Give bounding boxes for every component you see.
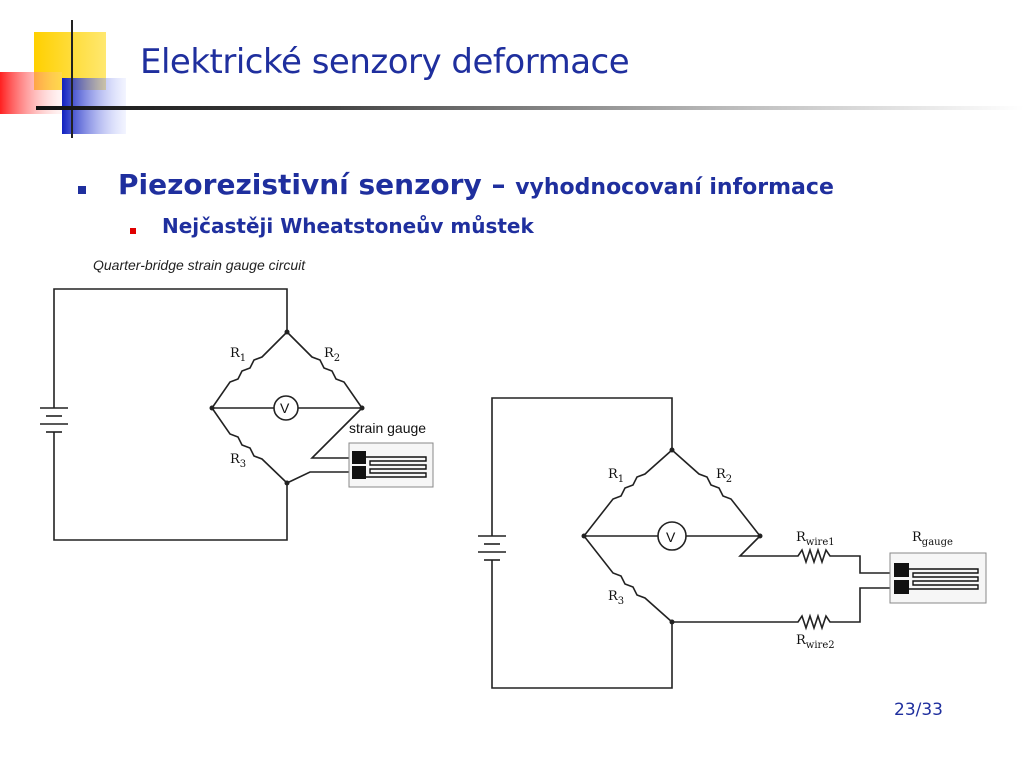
label-r1: R1 <box>608 467 624 485</box>
voltmeter-icon <box>273 395 299 421</box>
resistor-r2 <box>671 449 761 537</box>
bullet-main-text: Piezorezistivní senzory – <box>118 168 506 201</box>
strain-gauge-icon <box>348 442 434 488</box>
diagram-caption: Quarter-bridge strain gauge circuit <box>93 257 306 273</box>
label-r3: R3 <box>608 589 624 607</box>
sub-bullet-text: Nejčastěji Wheatstoneův můstek <box>162 214 534 238</box>
left-circuit: V R1 R2 R3 strain gauge <box>40 288 434 541</box>
strain-gauge-label: strain gauge <box>349 420 426 436</box>
bullet-main: Piezorezistivní senzory – vyhodnocovaní … <box>118 168 834 201</box>
voltmeter-label: V <box>280 400 290 416</box>
slide-title: Elektrické senzory deformace <box>140 42 630 82</box>
title-divider <box>36 106 1024 110</box>
label-r2: R2 <box>324 346 340 364</box>
label-r1: R1 <box>230 346 246 364</box>
label-rwire1: Rwire1 <box>796 530 835 548</box>
resistor-r1 <box>583 449 673 537</box>
label-rgauge: Rgauge <box>912 530 953 548</box>
resistor-r1 <box>211 331 288 409</box>
resistor-wire1 <box>738 535 892 574</box>
resistor-r2 <box>286 331 363 409</box>
battery-icon <box>478 535 506 561</box>
voltmeter-label: V <box>666 529 676 545</box>
sub-bullet-marker <box>130 228 136 234</box>
bullet-main-subtext: vyhodnocovaní informace <box>515 175 834 200</box>
resistor-r3 <box>583 535 673 623</box>
label-rwire2: Rwire2 <box>796 633 835 651</box>
right-circuit: V R1 R2 R3 Rwire1 Rwire2 Rgauge <box>478 397 987 689</box>
strain-gauge-icon <box>889 552 987 604</box>
voltmeter-icon <box>657 521 687 551</box>
resistor-r3 <box>211 407 288 484</box>
resistor-wire2 <box>672 587 892 631</box>
label-r2: R2 <box>716 467 732 485</box>
label-r3: R3 <box>230 452 246 470</box>
bullet-marker <box>78 186 86 194</box>
page-number: 23/33 <box>894 700 943 720</box>
battery-icon <box>40 407 68 433</box>
